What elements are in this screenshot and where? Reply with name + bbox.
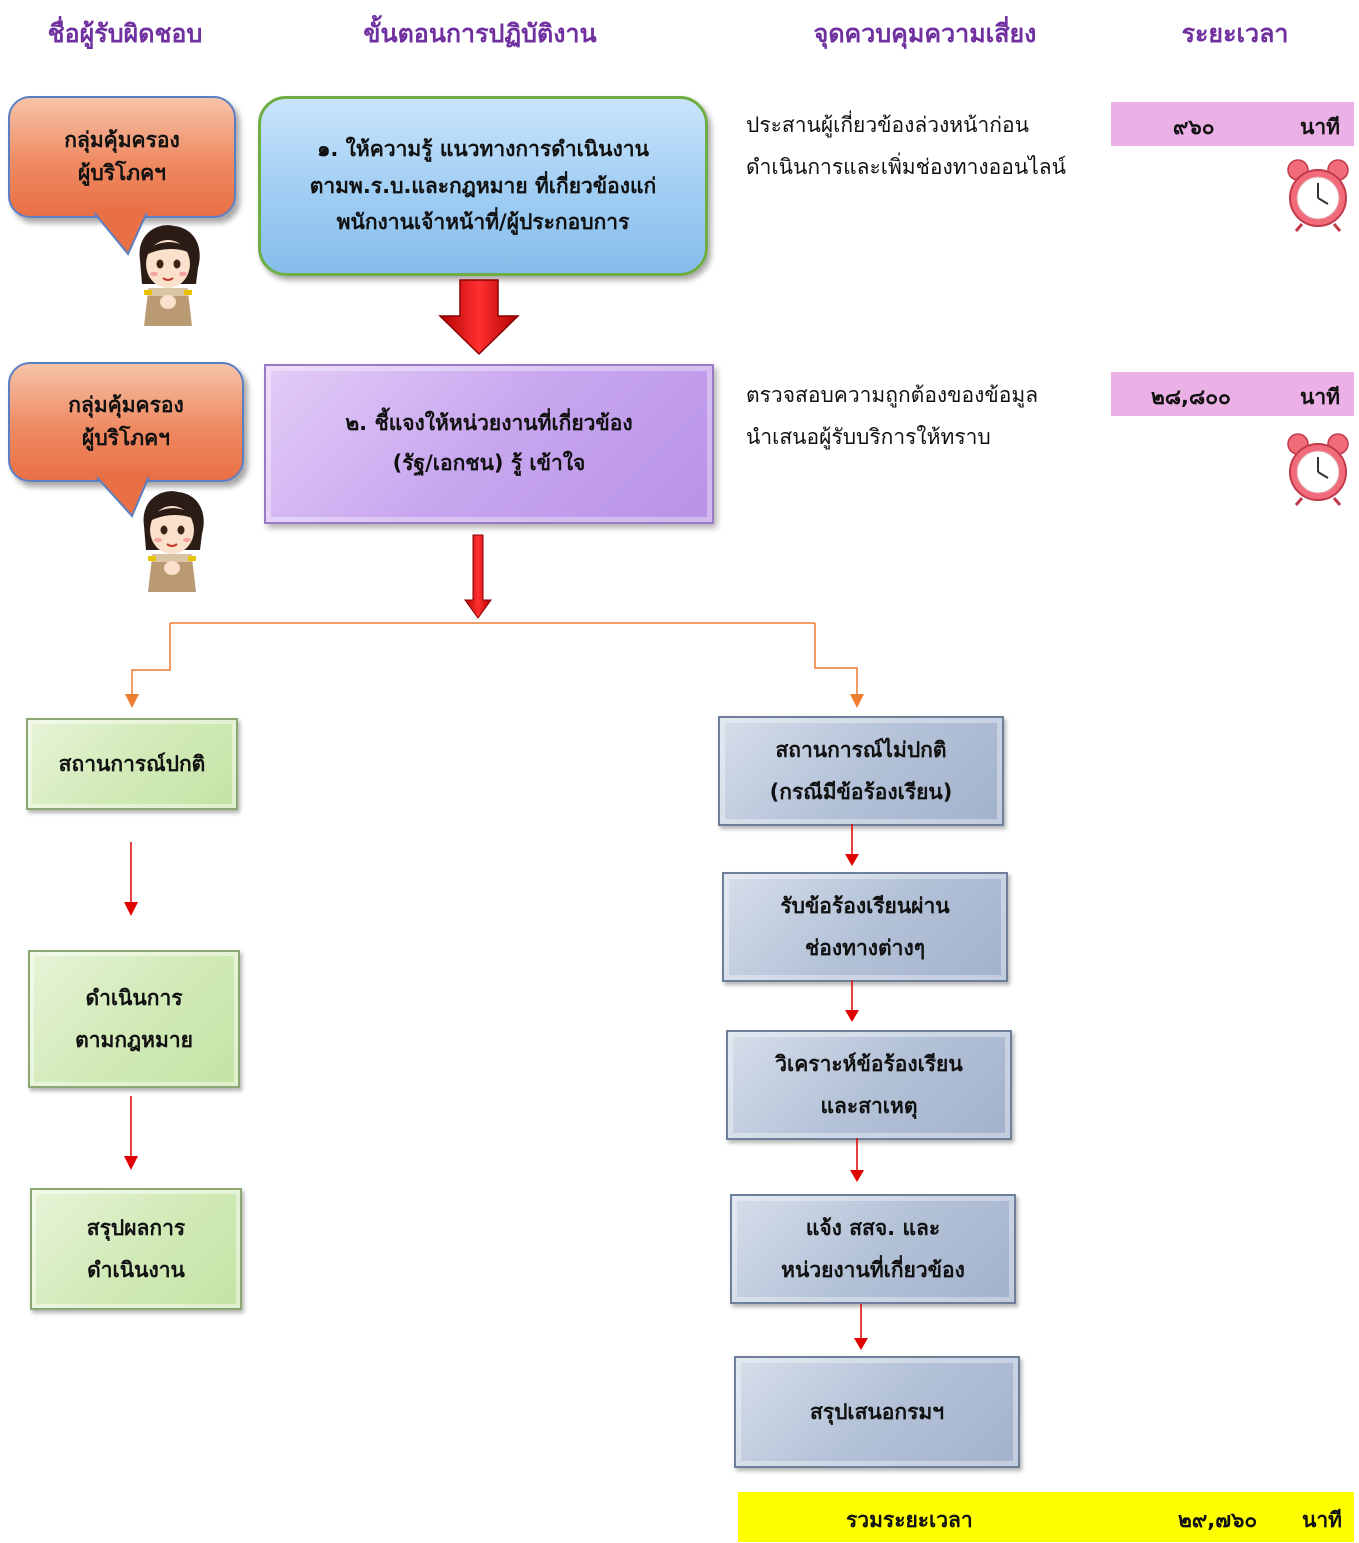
total-label: รวมระยะเวลา [846, 1508, 973, 1532]
duration-value: ๙๖๐ [1173, 115, 1215, 139]
down-arrow-icon [438, 279, 520, 356]
down-arrow-icon [124, 1096, 138, 1170]
step-2-box: ๒. ชี้แจงให้หน่วยงานที่เกี่ยวข้อง (รัฐ/เ… [264, 364, 714, 524]
abnormal-1-line1: สถานการณ์ไม่ปกติ [775, 738, 947, 762]
alarm-clock-icon [1287, 159, 1349, 232]
abnormal-box-5: สรุปเสนอกรมฯ [734, 1356, 1020, 1468]
header-risk-control: จุดควบคุมความเสี่ยง [813, 19, 1037, 48]
responsible-line2: ผู้บริโภคฯ [78, 161, 166, 185]
abnormal-box-3: วิเคราะห์ข้อร้องเรียน และสาเหตุ [726, 1030, 1012, 1140]
bubble-tail-icon [92, 472, 152, 518]
responsible-line1: กลุ่มคุ้มครอง [68, 393, 184, 418]
header-steps: ขั้นตอนการปฏิบัติงาน [363, 19, 597, 48]
duration-unit: นาที [1300, 385, 1340, 409]
risk-1-line2: ดำเนินการและเพิ่มช่องทางออนไลน์ [746, 155, 1067, 179]
risk-1-line1: ประสานผู้เกี่ยวข้องล่วงหน้าก่อน [746, 113, 1029, 137]
abnormal-1-line2: (กรณีมีข้อร้องเรียน) [769, 780, 953, 804]
normal-2-line1: ดำเนินการ [85, 986, 183, 1010]
bubble-tail-icon [90, 208, 150, 256]
normal-2-line2: ตามกฎหมาย [75, 1028, 193, 1052]
step-1-line2: ตามพ.ร.บ.และกฎหมาย ที่เกี่ยวข้องแก่ [309, 173, 657, 198]
woman-greeting-figure [139, 225, 200, 326]
woman-greeting-figure [143, 491, 204, 592]
down-arrow-icon [845, 980, 859, 1022]
step-2-line1: ๒. ชี้แจงให้หน่วยงานที่เกี่ยวข้อง [345, 411, 633, 436]
normal-3-line1: สรุปผลการ [86, 1216, 186, 1240]
down-arrow-icon [854, 1304, 868, 1350]
step-2-line2: (รัฐ/เอกชน) รู้ เข้าใจ [392, 451, 586, 475]
total-unit: นาที [1302, 1508, 1342, 1532]
abnormal-2-line2: ช่องทางต่างๆ [805, 936, 925, 960]
down-arrow-icon [124, 842, 138, 916]
normal-box-1: สถานการณ์ปกติ [26, 718, 238, 810]
responsible-bubble-2: กลุ่มคุ้มครอง ผู้บริโภคฯ [8, 362, 244, 482]
normal-box-2: ดำเนินการ ตามกฎหมาย [28, 950, 240, 1088]
branch-connector [125, 622, 864, 708]
duration-box-2: ๒๘,๘๐๐ นาที [1111, 372, 1354, 416]
abnormal-box-1: สถานการณ์ไม่ปกติ (กรณีมีข้อร้องเรียน) [718, 716, 1004, 826]
alarm-clock-icon [1287, 433, 1349, 506]
abnormal-box-2: รับข้อร้องเรียนผ่าน ช่องทางต่างๆ [722, 872, 1008, 982]
risk-2-line1: ตรวจสอบความถูกต้องของข้อมูล [746, 383, 1039, 407]
abnormal-5-line1: สรุปเสนอกรมฯ [809, 1400, 945, 1424]
responsible-bubble-1: กลุ่มคุ้มครอง ผู้บริโภคฯ [8, 96, 236, 218]
abnormal-4-line1: แจ้ง สสจ. และ [805, 1216, 941, 1240]
normal-1-line1: สถานการณ์ปกติ [58, 752, 206, 776]
header-duration: ระยะเวลา [1181, 19, 1289, 48]
abnormal-2-line1: รับข้อร้องเรียนผ่าน [780, 894, 950, 918]
abnormal-4-line2: หน่วยงานที่เกี่ยวข้อง [781, 1258, 965, 1282]
duration-box-1: ๙๖๐ นาที [1111, 102, 1354, 146]
risk-control-1: ประสานผู้เกี่ยวข้องล่วงหน้าก่อน ดำเนินกา… [746, 104, 1066, 188]
step-1-line3: พนักงานเจ้าหน้าที่/ผู้ประกอบการ [336, 210, 630, 235]
risk-2-line2: นำเสนอผู้รับบริการให้ทราบ [746, 425, 991, 449]
risk-control-2: ตรวจสอบความถูกต้องของข้อมูล นำเสนอผู้รับ… [746, 374, 1038, 458]
down-arrow-icon [464, 534, 492, 619]
abnormal-3-line1: วิเคราะห์ข้อร้องเรียน [775, 1052, 963, 1076]
responsible-line2: ผู้บริโภคฯ [82, 426, 170, 450]
duration-value: ๒๘,๘๐๐ [1151, 385, 1231, 409]
down-arrow-icon [850, 1138, 864, 1182]
abnormal-box-4: แจ้ง สสจ. และ หน่วยงานที่เกี่ยวข้อง [730, 1194, 1016, 1304]
total-duration-bar: รวมระยะเวลา ๒๙,๗๖๐ นาที [738, 1492, 1354, 1542]
down-arrow-icon [845, 824, 859, 866]
header-responsible: ชื่อผู้รับผิดชอบ [47, 19, 203, 48]
step-1-box: ๑. ให้ความรู้ แนวทางการดำเนินงาน ตามพ.ร.… [258, 96, 708, 276]
step-1-line1: ๑. ให้ความรู้ แนวทางการดำเนินงาน [317, 136, 649, 161]
abnormal-3-line2: และสาเหตุ [820, 1094, 918, 1118]
duration-unit: นาที [1300, 115, 1340, 139]
total-value: ๒๙,๗๖๐ [1178, 1508, 1258, 1532]
normal-box-3: สรุปผลการ ดำเนินงาน [30, 1188, 242, 1310]
normal-3-line2: ดำเนินงาน [87, 1258, 185, 1282]
responsible-line1: กลุ่มคุ้มครอง [64, 128, 180, 153]
